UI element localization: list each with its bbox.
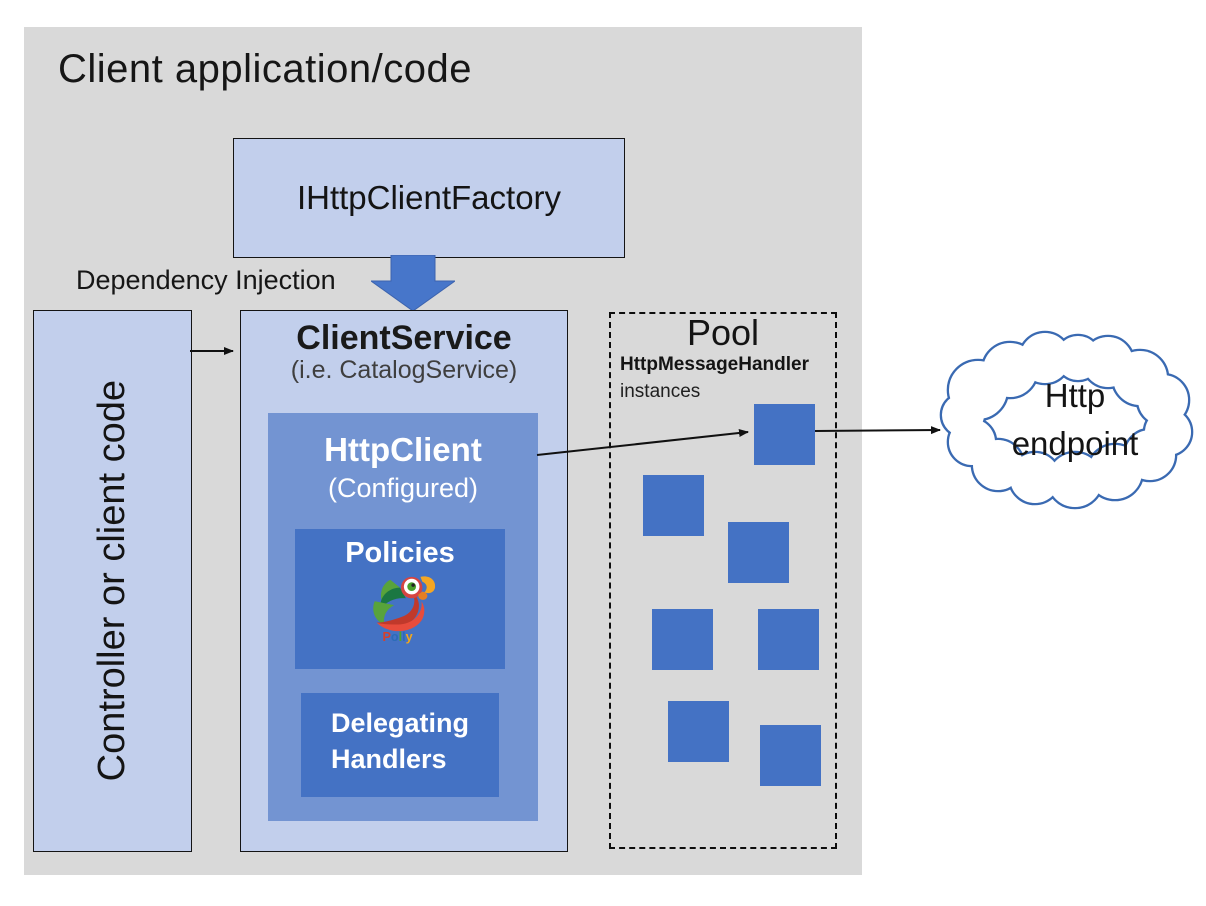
pool-title: Pool [686,312,760,353]
controller-or-client-code-label: Controller or client code [91,380,133,782]
httpmessagehandler-square [754,404,815,465]
delegating-handlers-label: Delegating Handlers [331,708,470,775]
clientservice-title: ClientService [296,319,512,357]
ihttpclientfactory-label: IHttpClientFactory [296,179,562,216]
clientservice-subtitle: (i.e. CatalogService) [290,356,518,384]
httpmessagehandler-square [668,701,729,762]
httpmessagehandler-square [652,609,713,670]
down-block-arrow-icon [371,255,455,312]
httpmessagehandler-square [643,475,704,536]
pool-instances-label: instances [620,381,701,402]
pool-handler-type-label: HttpMessageHandler [620,354,809,375]
controller-or-client-code-box: Controller or client code [33,310,192,852]
httpmessagehandler-square [760,725,821,786]
policies-box: Policies Polly [295,529,505,669]
pool-box: Pool HttpMessageHandler instances [609,312,837,849]
httpclient-subtitle: (Configured) [327,473,479,503]
client-application-container: Client application/code IHttpClientFacto… [24,27,862,875]
delegating-handlers-box: Delegating Handlers [301,693,499,797]
dependency-injection-label: Dependency Injection [76,265,336,295]
httpmessagehandler-square [758,609,819,670]
httpclient-title: HttpClient [324,431,482,468]
polly-parrot-icon: Polly [373,576,436,644]
httpmessagehandler-square [728,522,789,583]
svg-text:Polly: Polly [382,630,412,644]
client-application-title: Client application/code [58,47,472,91]
policies-label: Policies [345,537,455,569]
clientservice-box: ClientService (i.e. CatalogService) Http… [240,310,568,852]
http-endpoint-label: Http endpoint [1011,377,1139,462]
http-endpoint-cloud [939,330,1194,510]
httpclient-box: HttpClient (Configured) Policies [268,413,538,821]
ihttpclientfactory-box: IHttpClientFactory [233,138,625,258]
